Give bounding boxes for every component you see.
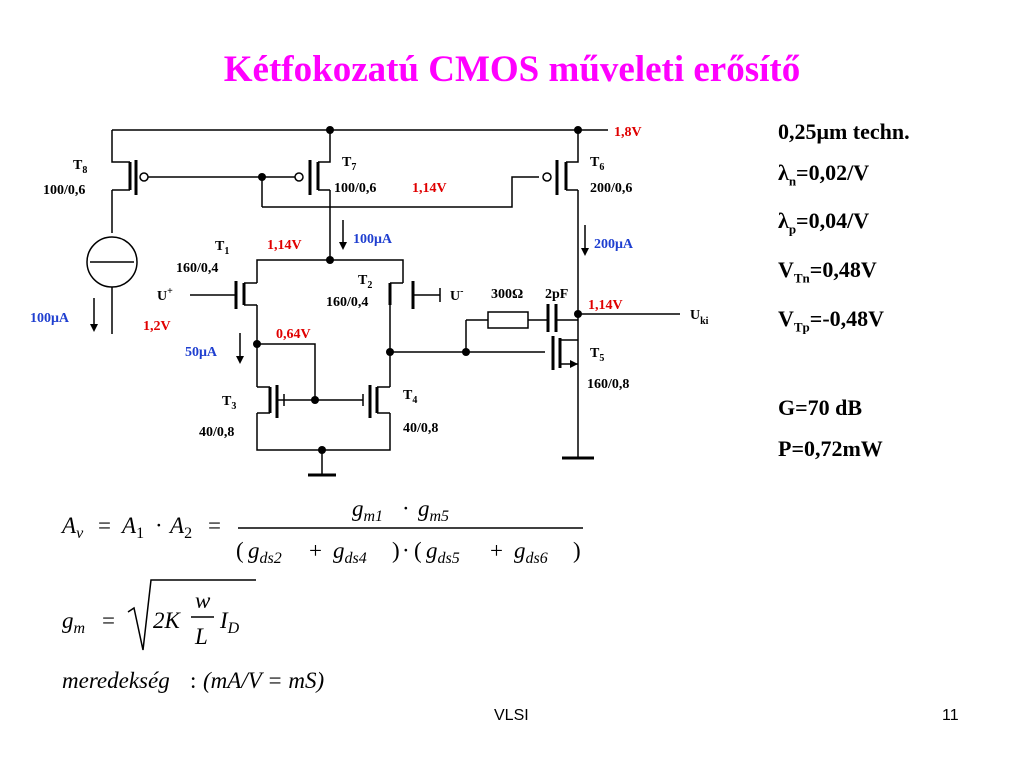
page-number: 11 bbox=[942, 707, 959, 724]
param-technology: 0,25μm techn. bbox=[778, 119, 910, 144]
t3-current: 50μA bbox=[185, 345, 218, 360]
gm-term: gm bbox=[62, 608, 85, 637]
lambda-n-symbol: λ bbox=[778, 159, 789, 185]
units-equation: meredekség : (mA/V = mS) bbox=[62, 668, 324, 693]
av-term: Av bbox=[60, 513, 84, 542]
paren-close-2: ) bbox=[573, 538, 581, 563]
param-lambda-p: λp=0,04/V bbox=[778, 201, 910, 250]
ref-current: 100μA bbox=[30, 311, 70, 326]
lambda-p-sub: p bbox=[788, 221, 797, 237]
t7-label: T7 bbox=[342, 155, 356, 173]
vtn-symbol: V bbox=[778, 257, 794, 283]
l-term: L bbox=[194, 624, 208, 649]
lambda-p-symbol: λ bbox=[778, 208, 789, 234]
paren-close-1: ) bbox=[392, 538, 400, 563]
t7-gate-voltage: 1,14V bbox=[412, 181, 447, 196]
gm5-term: gm5 bbox=[418, 496, 449, 525]
sqrt-sign bbox=[127, 579, 256, 651]
vtn-value: =0,48V bbox=[809, 257, 877, 283]
gain-equation: Av = A1 · A2 = gm1 · gm5 ( gds2 + gds4 )… bbox=[60, 496, 583, 567]
vtp-sub: Tp bbox=[793, 319, 810, 335]
paren-open-2: ( bbox=[414, 538, 422, 563]
gm1-term: gm1 bbox=[352, 496, 383, 525]
units-term: (mA/V = mS) bbox=[203, 668, 324, 693]
dot-op-1: · bbox=[155, 513, 163, 538]
t4-label: T4 bbox=[403, 388, 417, 406]
t1-size: 160/0,4 bbox=[176, 261, 218, 276]
lambda-p-value: =0,04/V bbox=[796, 208, 870, 234]
output-voltage: 1,14V bbox=[588, 298, 623, 313]
plus-op-2: + bbox=[490, 538, 503, 563]
param-power: P=0,72mW bbox=[778, 435, 883, 461]
a1-term: A1 bbox=[120, 513, 144, 542]
gds5-term: gds5 bbox=[426, 538, 460, 567]
u-minus-label: U- bbox=[450, 286, 463, 304]
t5-size: 160/0,8 bbox=[587, 377, 629, 392]
t6-current: 200μA bbox=[594, 237, 634, 252]
vdd-voltage: 1,8V bbox=[614, 125, 642, 140]
t1-node-voltage: 1,14V bbox=[267, 238, 302, 253]
t6-label: T6 bbox=[590, 155, 604, 173]
parameter-list: 0,25μm techn. λn=0,02/V λp=0,04/V VTn=0,… bbox=[778, 112, 910, 469]
t1-label: T1 bbox=[215, 239, 229, 257]
paren-open-1: ( bbox=[236, 538, 244, 563]
input-voltage: 1,2V bbox=[143, 319, 171, 334]
vtp-symbol: V bbox=[778, 306, 794, 332]
t3-node-voltage: 0,64V bbox=[276, 327, 311, 342]
id-term: ID bbox=[219, 608, 240, 637]
t7-size: 100/0,6 bbox=[334, 181, 376, 196]
w-term: w bbox=[195, 588, 211, 613]
footer-center: VLSI bbox=[494, 707, 529, 724]
vtn-sub: Tn bbox=[793, 270, 810, 286]
t6-size: 200/0,6 bbox=[590, 181, 632, 196]
gds2-term: gds2 bbox=[248, 538, 282, 567]
t4-size: 40/0,8 bbox=[403, 421, 438, 436]
circuit-wires bbox=[86, 129, 680, 477]
t5-label: T5 bbox=[590, 346, 604, 364]
eq-sign-1: = bbox=[98, 513, 111, 538]
gds6-term: gds6 bbox=[514, 538, 548, 567]
circuit-nodes-arrows bbox=[90, 126, 589, 454]
colon: : bbox=[190, 668, 196, 693]
dot-op-3: · bbox=[402, 538, 410, 563]
gm-equation: gm = 2K w L ID bbox=[62, 579, 256, 651]
meredekseg-term: meredekség bbox=[62, 668, 170, 693]
t3-size: 40/0,8 bbox=[199, 425, 234, 440]
param-gain: G=70 dB bbox=[778, 395, 863, 421]
vtp-value: =-0,48V bbox=[809, 306, 885, 332]
dot-op-2: · bbox=[402, 496, 410, 521]
lambda-n-value: =0,02/V bbox=[796, 159, 870, 185]
eq-sign-3: = bbox=[102, 608, 115, 633]
u-plus-label: U+ bbox=[157, 286, 173, 304]
eq-sign-2: = bbox=[208, 513, 221, 538]
param-vtp: VTp=-0,48V bbox=[778, 299, 910, 348]
a2-term: A2 bbox=[168, 513, 192, 542]
capacitor-label: 2pF bbox=[545, 287, 568, 302]
t2-label: T2 bbox=[358, 273, 372, 291]
resistor-label: 300Ω bbox=[491, 287, 523, 302]
plus-op-1: + bbox=[309, 538, 322, 563]
slide-title: Kétfokozatú CMOS műveleti erősítő bbox=[223, 49, 801, 90]
t7-current: 100μA bbox=[353, 232, 393, 247]
t8-label: T8 bbox=[73, 158, 87, 176]
t2-size: 160/0,4 bbox=[326, 295, 368, 310]
param-vtn: VTn=0,48V bbox=[778, 250, 910, 299]
t3-label: T3 bbox=[222, 394, 236, 412]
lambda-n-sub: n bbox=[788, 172, 797, 188]
two-k-term: 2K bbox=[153, 608, 182, 633]
t8-size: 100/0,6 bbox=[43, 183, 85, 198]
param-lambda-n: λn=0,02/V bbox=[778, 153, 910, 202]
output-label: Uki bbox=[690, 308, 709, 327]
gds4-term: gds4 bbox=[333, 538, 367, 567]
